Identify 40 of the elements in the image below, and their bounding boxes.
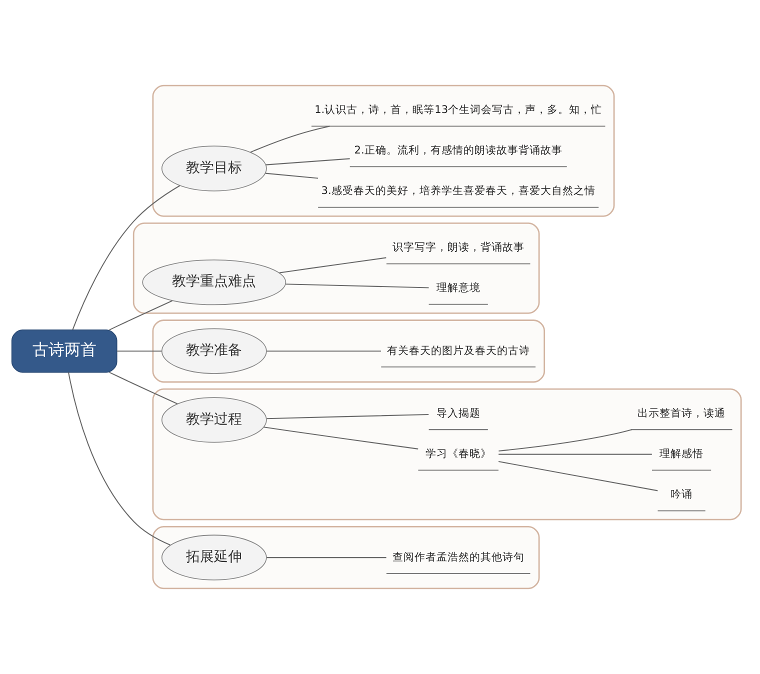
- node-ellipse: 拓展延伸: [161, 534, 267, 580]
- cluster: [132, 222, 540, 314]
- node-text: 导入揭题: [436, 407, 480, 420]
- connector: [266, 350, 381, 352]
- connector: [498, 461, 658, 492]
- node-text: 理解感悟: [660, 448, 704, 460]
- cluster: [152, 388, 742, 520]
- connector: [72, 185, 180, 330]
- connector: [117, 350, 162, 352]
- node-text: 3.感受春天的美好，培养学生喜爱春天，喜爱大自然之情: [321, 185, 596, 198]
- connector: [498, 429, 632, 452]
- connector: [266, 172, 318, 179]
- cluster: [152, 84, 615, 217]
- connector: [266, 557, 386, 558]
- connector: [250, 126, 330, 153]
- node-ellipse: 教学重点难点: [142, 259, 286, 306]
- connector: [266, 414, 429, 420]
- connector: [109, 300, 172, 330]
- connector: [109, 372, 178, 404]
- node-box: 古诗两首: [11, 330, 118, 373]
- node-text: 吟诵: [670, 488, 693, 501]
- connector: [279, 257, 386, 274]
- node-text: 出示整首诗，读通: [638, 407, 726, 420]
- node-text: 2.正确。流利，有感情的朗读故事背诵故事: [354, 144, 562, 157]
- connector: [286, 284, 429, 288]
- cluster: [152, 320, 546, 383]
- node-ellipse: 教学目标: [161, 146, 267, 192]
- connector: [68, 372, 170, 546]
- node-text: 有关春天的图片及春天的古诗: [386, 344, 530, 357]
- cluster: [152, 526, 540, 590]
- node-ellipse: 教学准备: [161, 328, 267, 374]
- connector: [266, 158, 350, 166]
- connector: [498, 454, 652, 455]
- node-text: 查阅作者孟浩然的其他诗句: [392, 551, 524, 564]
- node-text: 学习《春晓》: [425, 448, 492, 460]
- node-text: 1.认识古，诗，首，眠等13个生词会写古，声，多。知，忙: [314, 104, 602, 116]
- node-ellipse: 教学过程: [161, 397, 267, 443]
- node-text: 识字写字，朗读，背诵故事: [392, 242, 524, 254]
- connector: [264, 426, 418, 450]
- node-text: 理解意境: [436, 282, 480, 294]
